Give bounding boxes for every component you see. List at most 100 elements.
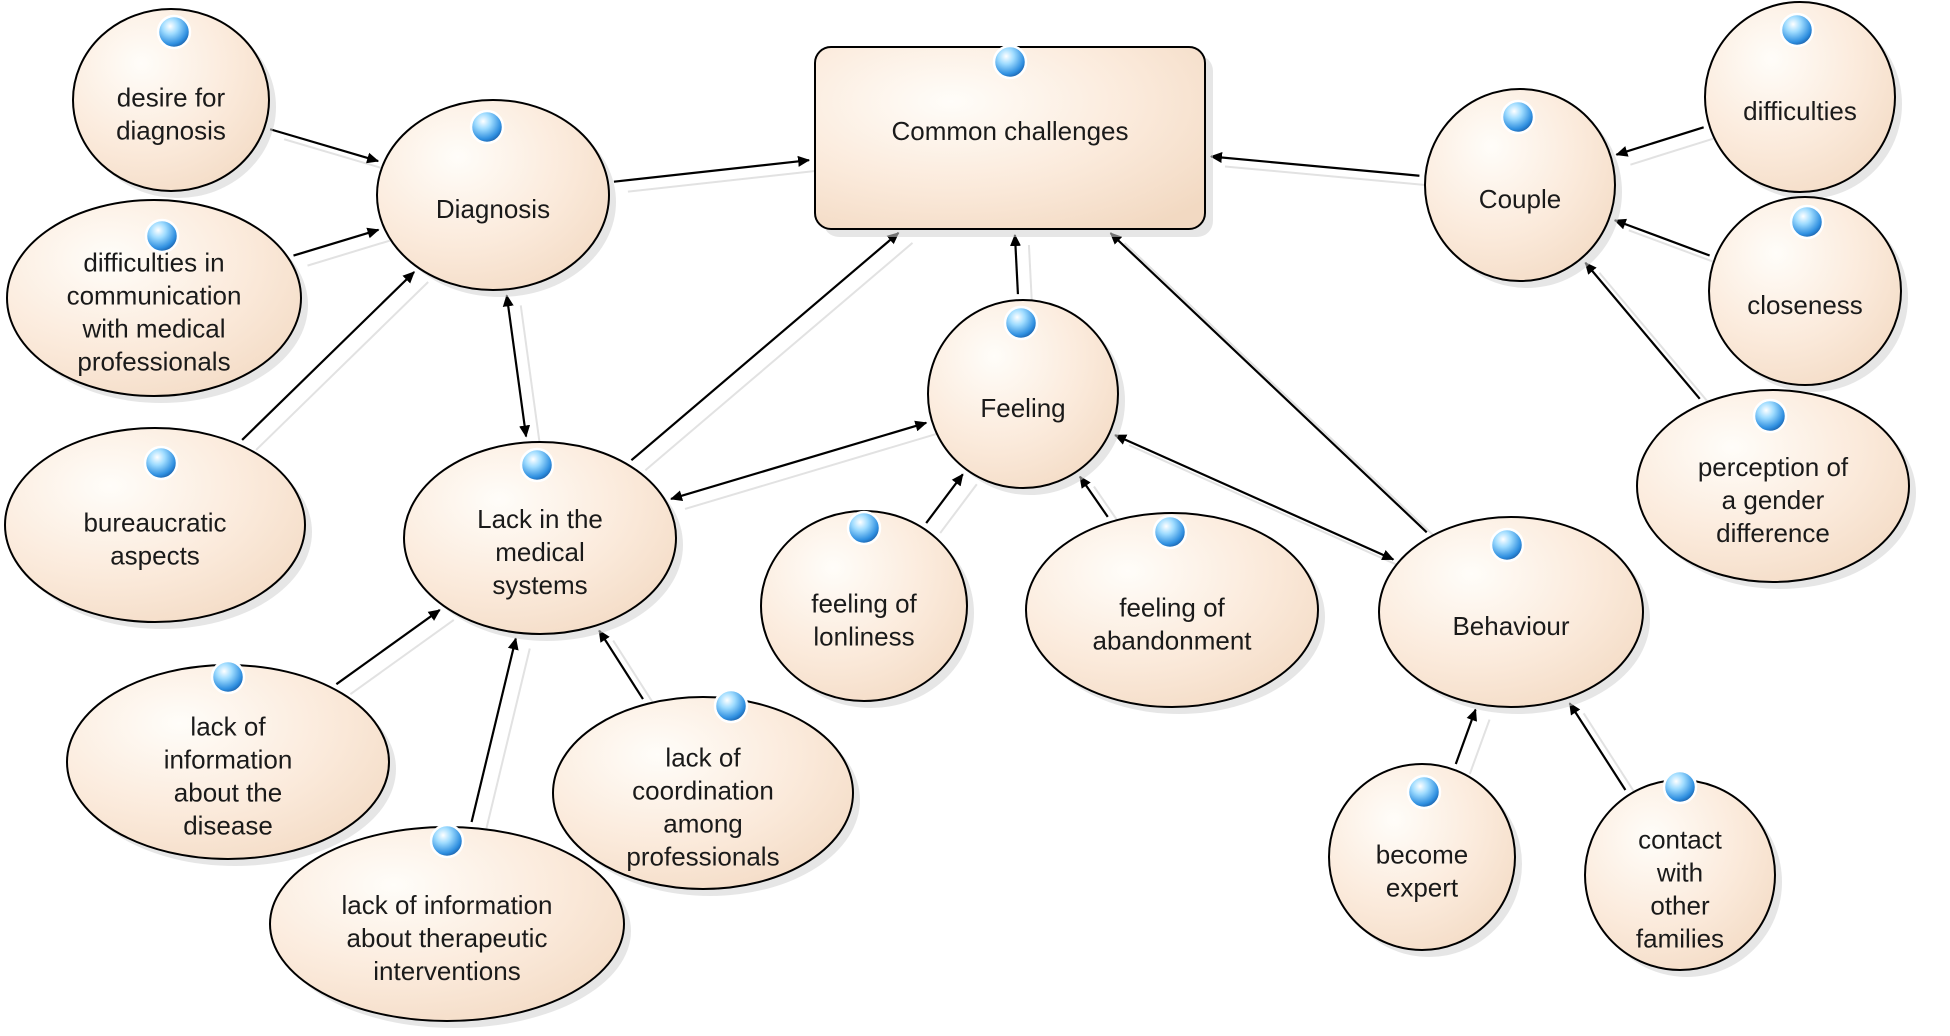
edge-desire-to-diagnosis xyxy=(269,128,380,164)
edge-shadow xyxy=(1598,272,1715,410)
edge-shadow xyxy=(1123,242,1442,543)
node-closeness[interactable]: closeness xyxy=(1708,196,1908,392)
edge-shadow xyxy=(627,169,824,193)
node-label: difficulties xyxy=(1743,96,1857,126)
node-shape[interactable] xyxy=(1708,196,1902,386)
edge-shadow xyxy=(1582,712,1641,801)
node-shape[interactable] xyxy=(403,441,677,635)
node-label: Couple xyxy=(1479,184,1561,214)
edge-shadow xyxy=(1224,165,1434,187)
node-label: Feeling xyxy=(980,393,1065,423)
blue-orb-icon[interactable] xyxy=(519,447,555,483)
edge-shadow xyxy=(307,238,393,267)
blue-orb-icon[interactable] xyxy=(469,109,505,145)
blue-orb-icon[interactable] xyxy=(144,218,180,254)
edge-shadow xyxy=(283,138,393,173)
edge-lonely-to-feeling xyxy=(925,473,964,524)
edge-lack-to-feeling xyxy=(670,420,928,502)
blue-orb-icon[interactable] xyxy=(1152,514,1188,550)
edge-shadow xyxy=(1628,229,1724,267)
node-shape[interactable] xyxy=(552,696,854,890)
node-diagnosis[interactable]: Diagnosis xyxy=(376,99,616,297)
edge-gender-to-couple xyxy=(1584,261,1701,400)
blue-orb-icon[interactable] xyxy=(1003,305,1039,341)
edge-behaviour-to-common xyxy=(1109,232,1428,534)
edge-abandon-to-feeling xyxy=(1079,475,1109,518)
node-shape[interactable] xyxy=(927,299,1119,489)
node-couple[interactable]: Couple xyxy=(1424,88,1622,288)
edge-contact-to-behaviour xyxy=(1568,702,1627,791)
edge-lackcoord-to-lack xyxy=(598,629,644,700)
node-shape[interactable] xyxy=(1704,1,1896,193)
node-shape[interactable] xyxy=(1424,88,1616,282)
node-common[interactable]: Common challenges xyxy=(814,44,1213,237)
blue-orb-icon[interactable] xyxy=(846,510,882,546)
edge-shadow xyxy=(484,648,531,833)
node-feeling[interactable]: Feeling xyxy=(927,299,1125,495)
node-label: Common challenges xyxy=(891,116,1128,146)
blue-orb-icon[interactable] xyxy=(1489,527,1525,563)
blue-orb-icon[interactable] xyxy=(1406,774,1442,810)
blue-orb-icon[interactable] xyxy=(1789,204,1825,240)
blue-orb-icon[interactable] xyxy=(156,14,192,50)
blue-orb-icon[interactable] xyxy=(713,688,749,724)
node-difficulties[interactable]: difficulties xyxy=(1704,1,1902,199)
blue-orb-icon[interactable] xyxy=(143,445,179,481)
edge-shadow xyxy=(349,619,455,696)
edge-shadow xyxy=(939,483,978,534)
edge-lackther-to-lack xyxy=(470,637,519,823)
blue-orb-icon[interactable] xyxy=(1779,12,1815,48)
node-label: Behaviour xyxy=(1452,611,1569,641)
edge-difficulties-to-couple xyxy=(1615,126,1704,157)
edge-expert-to-behaviour xyxy=(1454,708,1477,765)
edge-shadow xyxy=(612,640,658,710)
blue-orb-icon[interactable] xyxy=(1752,398,1788,434)
node-shape[interactable] xyxy=(1328,763,1516,951)
edge-diagnosis-to-common xyxy=(613,155,811,183)
node-shape[interactable] xyxy=(376,99,610,291)
blue-orb-icon[interactable] xyxy=(210,659,246,695)
edge-shadow xyxy=(255,281,429,451)
node-shape[interactable] xyxy=(1378,516,1644,708)
blue-orb-icon[interactable] xyxy=(1500,99,1536,135)
edge-shadow xyxy=(1630,136,1718,166)
blue-orb-icon[interactable] xyxy=(1662,769,1698,805)
edge-shadow xyxy=(1027,244,1033,305)
node-shape[interactable] xyxy=(1636,389,1910,583)
node-shape[interactable] xyxy=(6,199,302,397)
edge-feeling-to-behaviour xyxy=(1114,434,1395,561)
edge-couple-to-common xyxy=(1209,152,1420,177)
edge-shadow xyxy=(684,431,941,510)
node-shape[interactable] xyxy=(1025,512,1319,708)
node-shape[interactable] xyxy=(72,8,270,192)
blue-orb-icon[interactable] xyxy=(992,44,1028,80)
edge-diagnosis-to-lack xyxy=(502,294,531,438)
node-behaviour[interactable]: Behaviour xyxy=(1378,516,1650,714)
node-shape[interactable] xyxy=(4,427,306,623)
edge-shadow xyxy=(644,242,914,471)
blue-orb-icon[interactable] xyxy=(429,823,465,859)
